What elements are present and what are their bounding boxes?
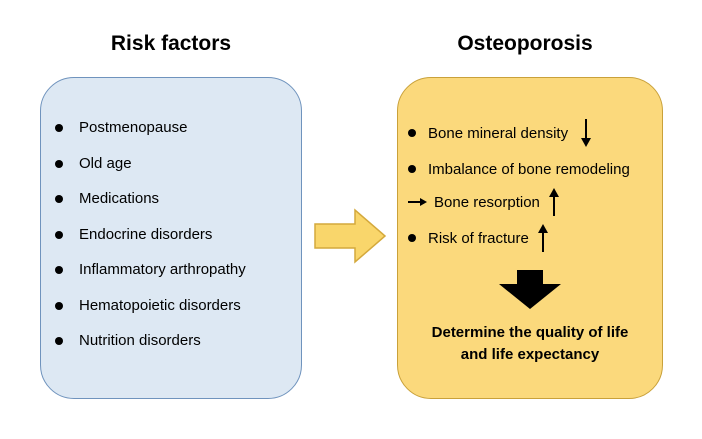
bullet-icon — [408, 234, 416, 242]
risk-factors-heading: Risk factors — [110, 32, 232, 55]
risk-factor-item: Inflammatory arthropathy — [55, 260, 246, 296]
risk-factor-item: Old age — [55, 154, 246, 190]
bullet-icon — [408, 165, 416, 173]
conclusion-text: Determine the quality of life and life e… — [397, 322, 663, 366]
risk-factors-panel: Postmenopause Old age Medications Endocr… — [40, 77, 302, 399]
up-arrow-icon — [548, 188, 559, 216]
osteoporosis-heading: Osteoporosis — [457, 32, 593, 55]
bullet-icon — [408, 129, 416, 137]
osteo-item-remodeling: Imbalance of bone remodeling — [408, 157, 630, 181]
risk-factor-item: Medications — [55, 189, 246, 225]
conclusion-line: and life expectancy — [460, 346, 600, 363]
down-arrow-icon — [581, 119, 592, 147]
osteo-item-label: Risk of fracture — [428, 229, 529, 247]
osteoporosis-panel: Bone mineral density Imbalance of bone r… — [397, 77, 663, 399]
osteo-item-label: Bone resorption — [434, 193, 540, 211]
osteo-item-resorption: Bone resorption — [408, 188, 560, 216]
down-block-arrow-icon — [499, 270, 561, 309]
up-arrow-icon — [537, 224, 548, 252]
risk-factor-item: Endocrine disorders — [55, 225, 246, 261]
risk-factor-item: Hematopoietic disorders — [55, 296, 246, 332]
risk-factor-item: Postmenopause — [55, 118, 246, 154]
osteo-item-label: Bone mineral density — [428, 124, 569, 142]
risk-factor-item: Nutrition disorders — [55, 331, 246, 367]
right-block-arrow-icon — [314, 208, 387, 264]
right-arrow-icon — [408, 198, 427, 206]
osteo-item-fracture: Risk of fracture — [408, 224, 549, 252]
conclusion-line: Determine the quality of life — [431, 324, 629, 341]
risk-factors-list: Postmenopause Old age Medications Endocr… — [55, 118, 246, 367]
osteo-item-label: Imbalance of bone remodeling — [428, 160, 630, 178]
osteo-item-bone-density: Bone mineral density — [408, 119, 592, 147]
